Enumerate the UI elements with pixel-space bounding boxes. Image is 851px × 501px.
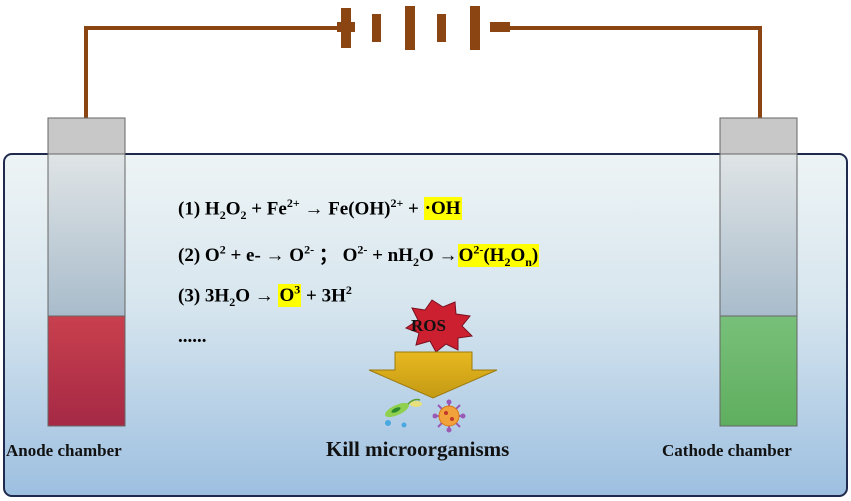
ozone-highlight: O3 [278,283,302,308]
ros-label: ROS [411,316,446,335]
cathode-chamber-label: Cathode chamber [662,441,792,460]
anode-chamber-label: Anode chamber [6,441,122,460]
virus-icon [432,399,466,433]
equation-3: (3) 3H2O → O3 + 3H2 [178,283,352,310]
bacteria-icon [385,398,422,428]
down-arrow [368,351,498,399]
anode-solution [47,315,126,427]
superoxide-highlight: O2-(H2On) [457,242,540,269]
anode-tube [47,117,126,427]
wire-left [84,26,340,118]
ros-burst [404,299,474,353]
battery-icon [337,6,510,50]
wire-right [508,26,762,118]
hydroxyl-radical-highlight: ·OH [423,197,462,221]
kill-microorganisms-label: Kill microorganisms [326,437,510,461]
cathode-solution [719,315,798,427]
equation-2: (2) O2 + e- → O2- ； O2- + nH2O →O2-(H2On… [178,242,540,269]
equation-ellipsis: ...... [178,326,207,347]
equation-1: (1) H2O2 + Fe2+ → Fe(OH)2+ + ·OH [178,196,462,223]
cathode-tube [719,117,798,427]
